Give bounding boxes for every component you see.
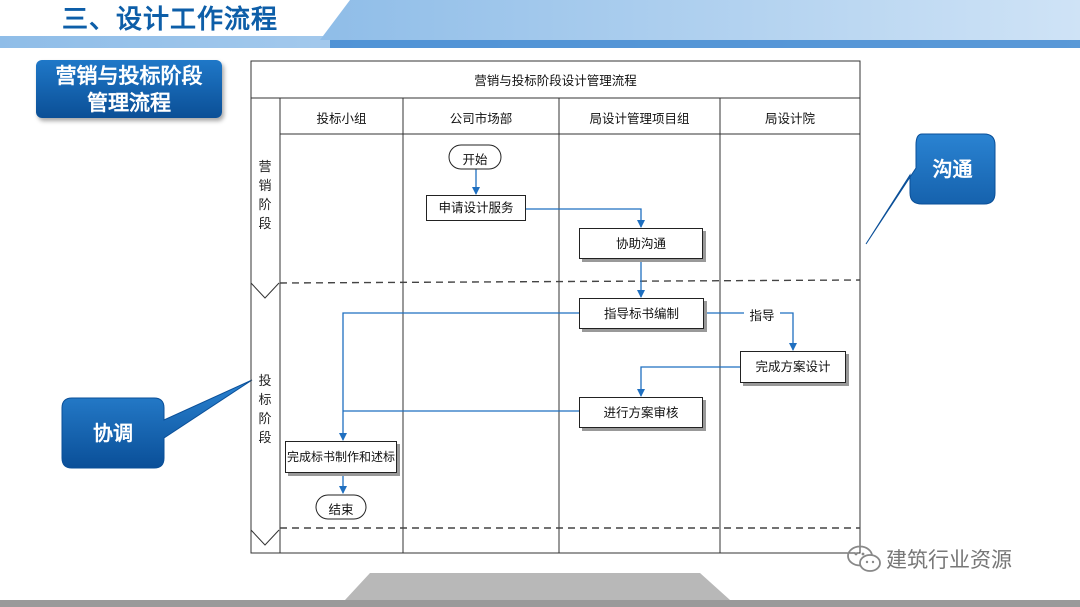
stage-bidding: 投 标 阶 段	[257, 372, 273, 448]
flowchart-border	[250, 60, 861, 554]
node-apply-design-service: 申请设计服务	[426, 195, 526, 221]
node-assist-communication: 协助沟通	[579, 228, 703, 259]
stage-char: 投	[258, 374, 272, 389]
node-end: 结束	[328, 502, 354, 517]
wechat-icon	[847, 545, 881, 572]
stage-char: 阶	[258, 198, 272, 213]
header-swoosh	[320, 0, 1080, 40]
stage-char: 阶	[258, 412, 272, 427]
section-label-line1: 营销与投标阶段	[55, 64, 203, 88]
page-title: 三、设计工作流程	[62, 5, 279, 35]
callout-goutong: 沟通	[932, 157, 973, 181]
stage-char: 段	[258, 217, 272, 232]
node-start-shape	[448, 144, 502, 170]
section-label-line2: 管理流程	[87, 91, 171, 115]
watermark-text: 建筑行业资源	[886, 548, 1012, 572]
section-label: 营销与投标阶段 管理流程	[36, 60, 222, 118]
node-complete-bid-and-presentation: 完成标书制作和述标	[285, 441, 397, 473]
stage-char: 销	[258, 179, 272, 194]
node-start: 开始	[462, 152, 488, 167]
node-scheme-review: 进行方案审核	[579, 397, 703, 428]
callout-xietiao-shape	[61, 379, 253, 469]
footer-band	[0, 600, 1080, 607]
edge-label-guide: 指导	[744, 305, 780, 324]
edge-guide-bidfinish	[339, 312, 579, 441]
lane-header-2: 公司市场部	[449, 111, 513, 126]
node-end-shape	[315, 494, 367, 520]
lane-header-3: 局设计管理项目组	[589, 111, 690, 126]
edge-guide-design	[704, 312, 797, 351]
callout-goutong-shape	[865, 133, 996, 245]
node-guide-bid-preparation: 指导标书编制	[579, 298, 704, 329]
footer-tab	[345, 573, 730, 600]
flowchart-title: 营销与投标阶段设计管理流程	[474, 73, 637, 88]
stage-char: 段	[258, 431, 272, 446]
edge-design-review	[637, 366, 740, 397]
stage-char: 营	[258, 160, 272, 175]
lane-header-1: 投标小组	[316, 111, 367, 126]
node-complete-scheme-design: 完成方案设计	[740, 351, 846, 383]
stage-marketing: 营 销 阶 段	[257, 158, 273, 234]
stage-char: 标	[258, 393, 272, 408]
lane-header-4: 局设计院	[764, 111, 815, 126]
callout-xietiao: 协调	[93, 421, 133, 445]
stage-divider-1	[279, 279, 861, 284]
edge-apply-coord	[526, 208, 645, 228]
